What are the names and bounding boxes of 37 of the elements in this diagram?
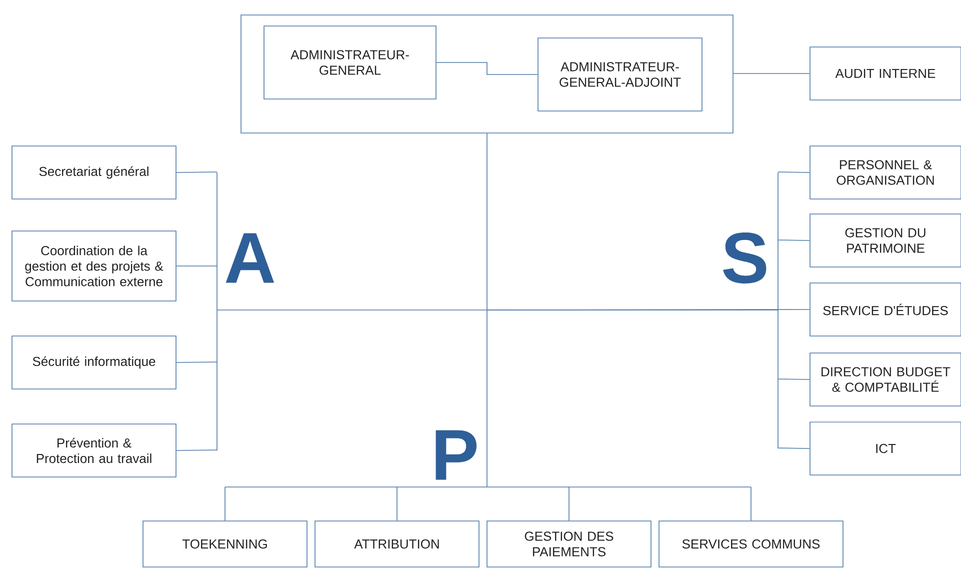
org-box: ADMINISTRATEUR-GENERAL (264, 26, 436, 100)
connector-line (733, 73, 810, 74)
connector-line (486, 309, 810, 310)
connector-line (568, 486, 570, 521)
connector-line (396, 486, 398, 521)
org-box: GESTION DES PAIEMENTS (486, 520, 652, 568)
org-box: Prévention & Protection au travail (12, 424, 176, 478)
org-box: Sécurité informatique (12, 336, 176, 390)
org-box: ATTRIBUTION (314, 520, 480, 568)
connector-line (486, 133, 488, 310)
org-box: ADMINISTRATEUR-GENERAL-ADJOINT (538, 38, 702, 112)
org-box: DIRECTION BUDGET & COMPTABILITÉ (810, 352, 961, 406)
connector-line (486, 310, 488, 488)
section-letter: A (226, 233, 274, 283)
connector-line (176, 362, 218, 363)
connector-line (750, 486, 752, 521)
section-letter: P (436, 430, 477, 480)
org-box: AUDIT INTERNE (810, 46, 961, 100)
connector-line (224, 486, 226, 521)
connector-line (436, 62, 538, 75)
section-letter: S (723, 232, 766, 284)
org-box: PERSONNEL & ORGANISATION (810, 146, 961, 200)
connector-line (224, 486, 752, 488)
org-box: Coordination de la gestion et des projets & Communication externe (12, 230, 176, 302)
org-box: SERVICES COMMUNS (658, 520, 844, 568)
org-box: ICT (810, 422, 961, 476)
connector-line (176, 450, 218, 451)
org-box: Secretariat général (12, 146, 176, 200)
connector-line (216, 172, 218, 451)
connector-line (778, 448, 810, 449)
connector-line (778, 172, 810, 173)
connector-line (778, 378, 810, 380)
org-box: SERVICE D'ÉTUDES (810, 282, 961, 336)
connector-line (778, 240, 810, 241)
org-box: GESTION DU PATRIMOINE (810, 214, 961, 268)
connector-line (176, 172, 218, 173)
org-box: TOEKENNING (142, 520, 308, 568)
